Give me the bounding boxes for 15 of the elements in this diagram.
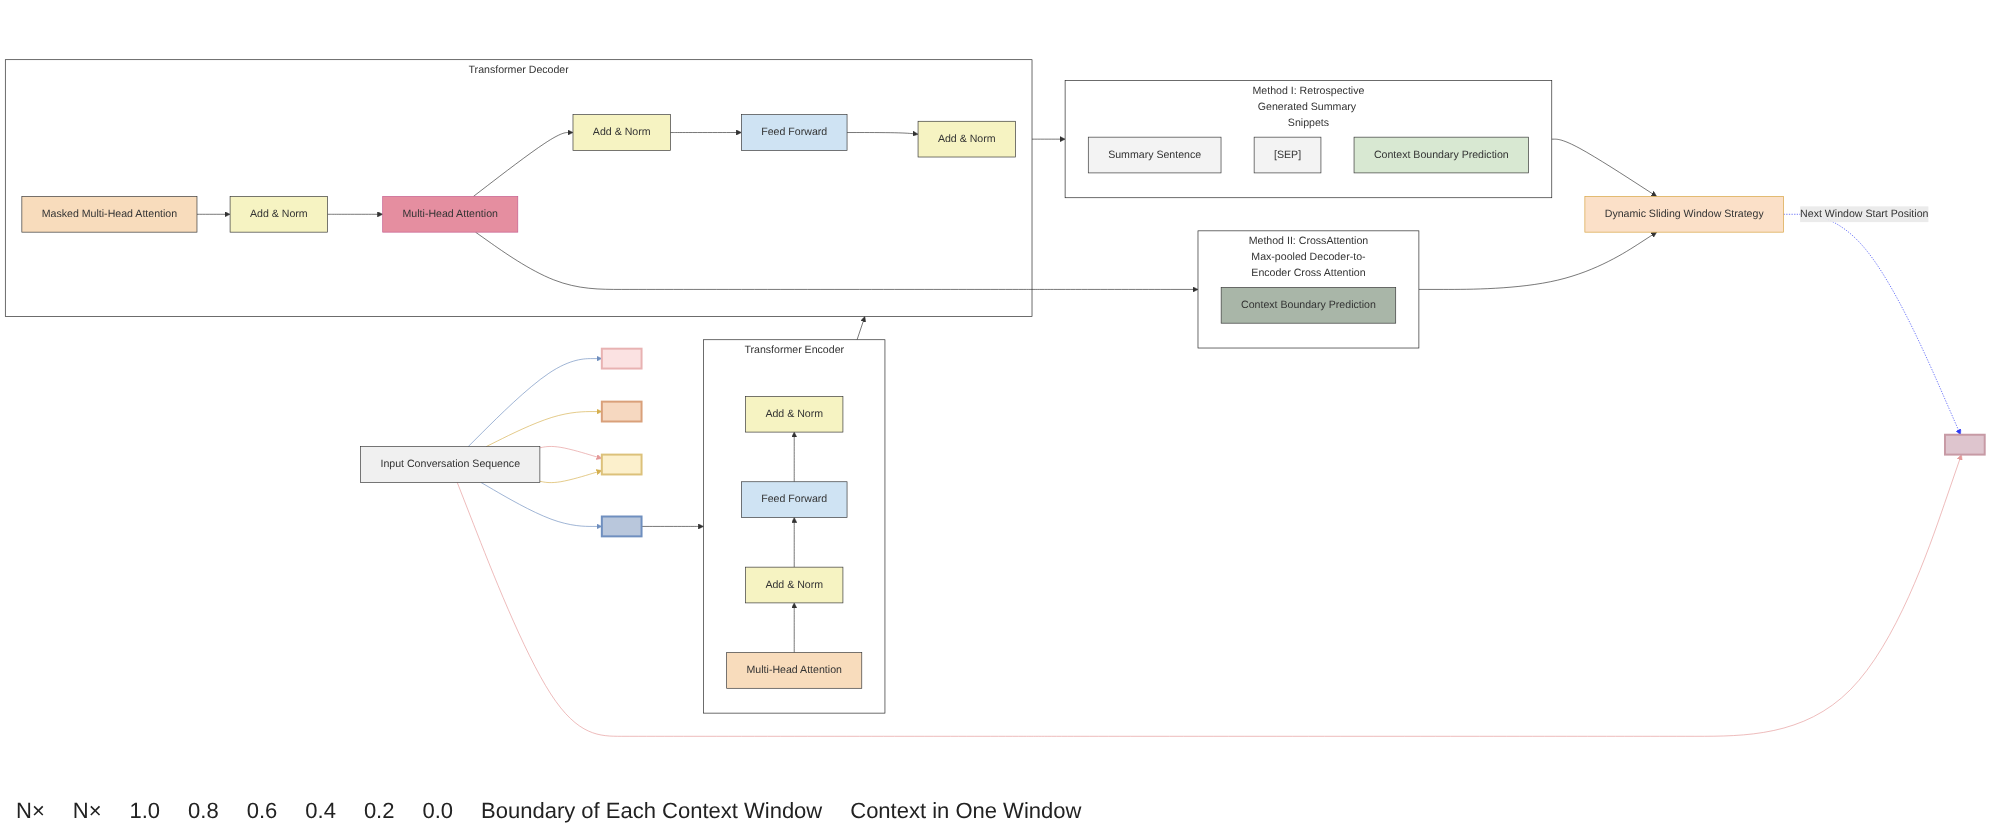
label-text: Context in One Window xyxy=(850,800,1082,824)
label-text: 1.0 xyxy=(129,800,161,824)
node-bar xyxy=(600,347,643,370)
label-text: N× xyxy=(72,800,102,824)
label-text: 0.8 xyxy=(188,800,219,824)
label-text: 0.0 xyxy=(422,800,454,824)
node-bar xyxy=(600,453,643,476)
node-bar xyxy=(600,515,643,538)
label-text: 0.6 xyxy=(246,800,278,824)
label-text: N× xyxy=(16,800,45,824)
node-bar xyxy=(1944,433,1986,456)
label-text: 0.2 xyxy=(363,800,395,824)
label-text: 0.4 xyxy=(305,800,336,824)
label-text: Boundary of Each Context Window xyxy=(481,800,823,824)
node-bar xyxy=(600,400,643,423)
